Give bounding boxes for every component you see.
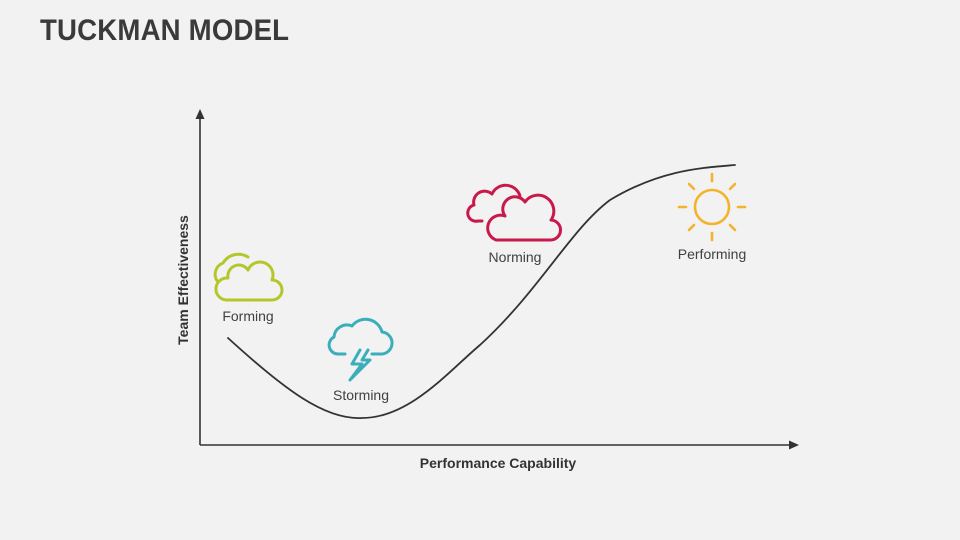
y-axis-label: Team Effectiveness — [175, 215, 191, 345]
effectiveness-curve — [227, 164, 736, 419]
cloudy-icon — [466, 183, 562, 242]
storm-cloud-icon — [327, 317, 394, 382]
sun-icon — [677, 172, 747, 242]
partly-cloudy-icon — [213, 252, 284, 302]
stage-label-storming: Storming — [332, 387, 390, 403]
x-axis-label: Performance Capability — [419, 455, 577, 471]
y-axis-arrow — [195, 109, 205, 119]
stage-label-performing: Performing — [677, 246, 747, 262]
axes — [195, 109, 799, 450]
page-title: TUCKMAN MODEL — [40, 14, 290, 47]
x-axis-arrow — [789, 440, 799, 450]
stage-label-norming: Norming — [488, 249, 542, 265]
stage-label-forming: Forming — [222, 308, 274, 324]
